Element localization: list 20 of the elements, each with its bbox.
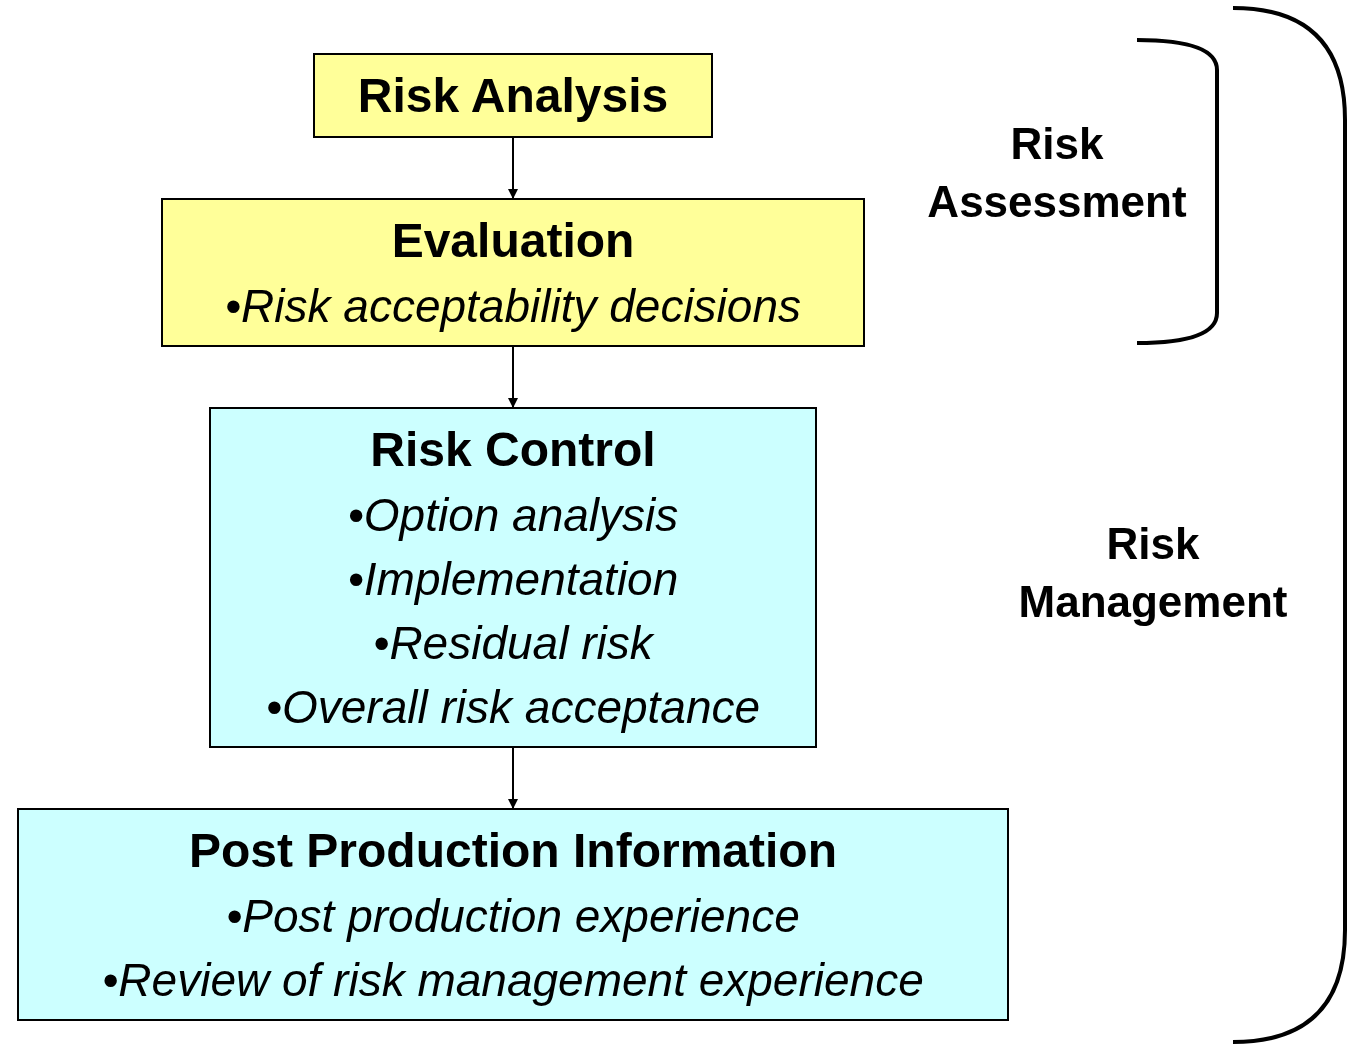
bullet-item: •Implementation — [347, 551, 679, 607]
process-box — [17, 808, 1009, 1021]
bullet-item: •Post production experience — [226, 888, 800, 944]
arrow — [508, 346, 518, 408]
bullet-item: •Residual risk — [373, 615, 653, 671]
process-box — [161, 198, 865, 347]
arrow — [508, 747, 518, 809]
bracket-label: Risk Management — [1017, 518, 1289, 628]
process-box — [313, 53, 713, 138]
box-heading: Evaluation — [391, 212, 635, 269]
box-heading: Risk Analysis — [357, 67, 669, 124]
bullet-item: •Review of risk management experience — [102, 952, 924, 1008]
arrow — [508, 137, 518, 199]
process-box — [209, 407, 817, 748]
bullet-item: •Risk acceptability decisions — [225, 278, 801, 334]
bullet-item: •Overall risk acceptance — [265, 679, 761, 735]
box-heading: Risk Control — [370, 421, 656, 478]
box-heading: Post Production Information — [189, 822, 837, 879]
bracket-label: Risk Assessment — [926, 118, 1188, 228]
bullet-item: •Option analysis — [347, 487, 679, 543]
